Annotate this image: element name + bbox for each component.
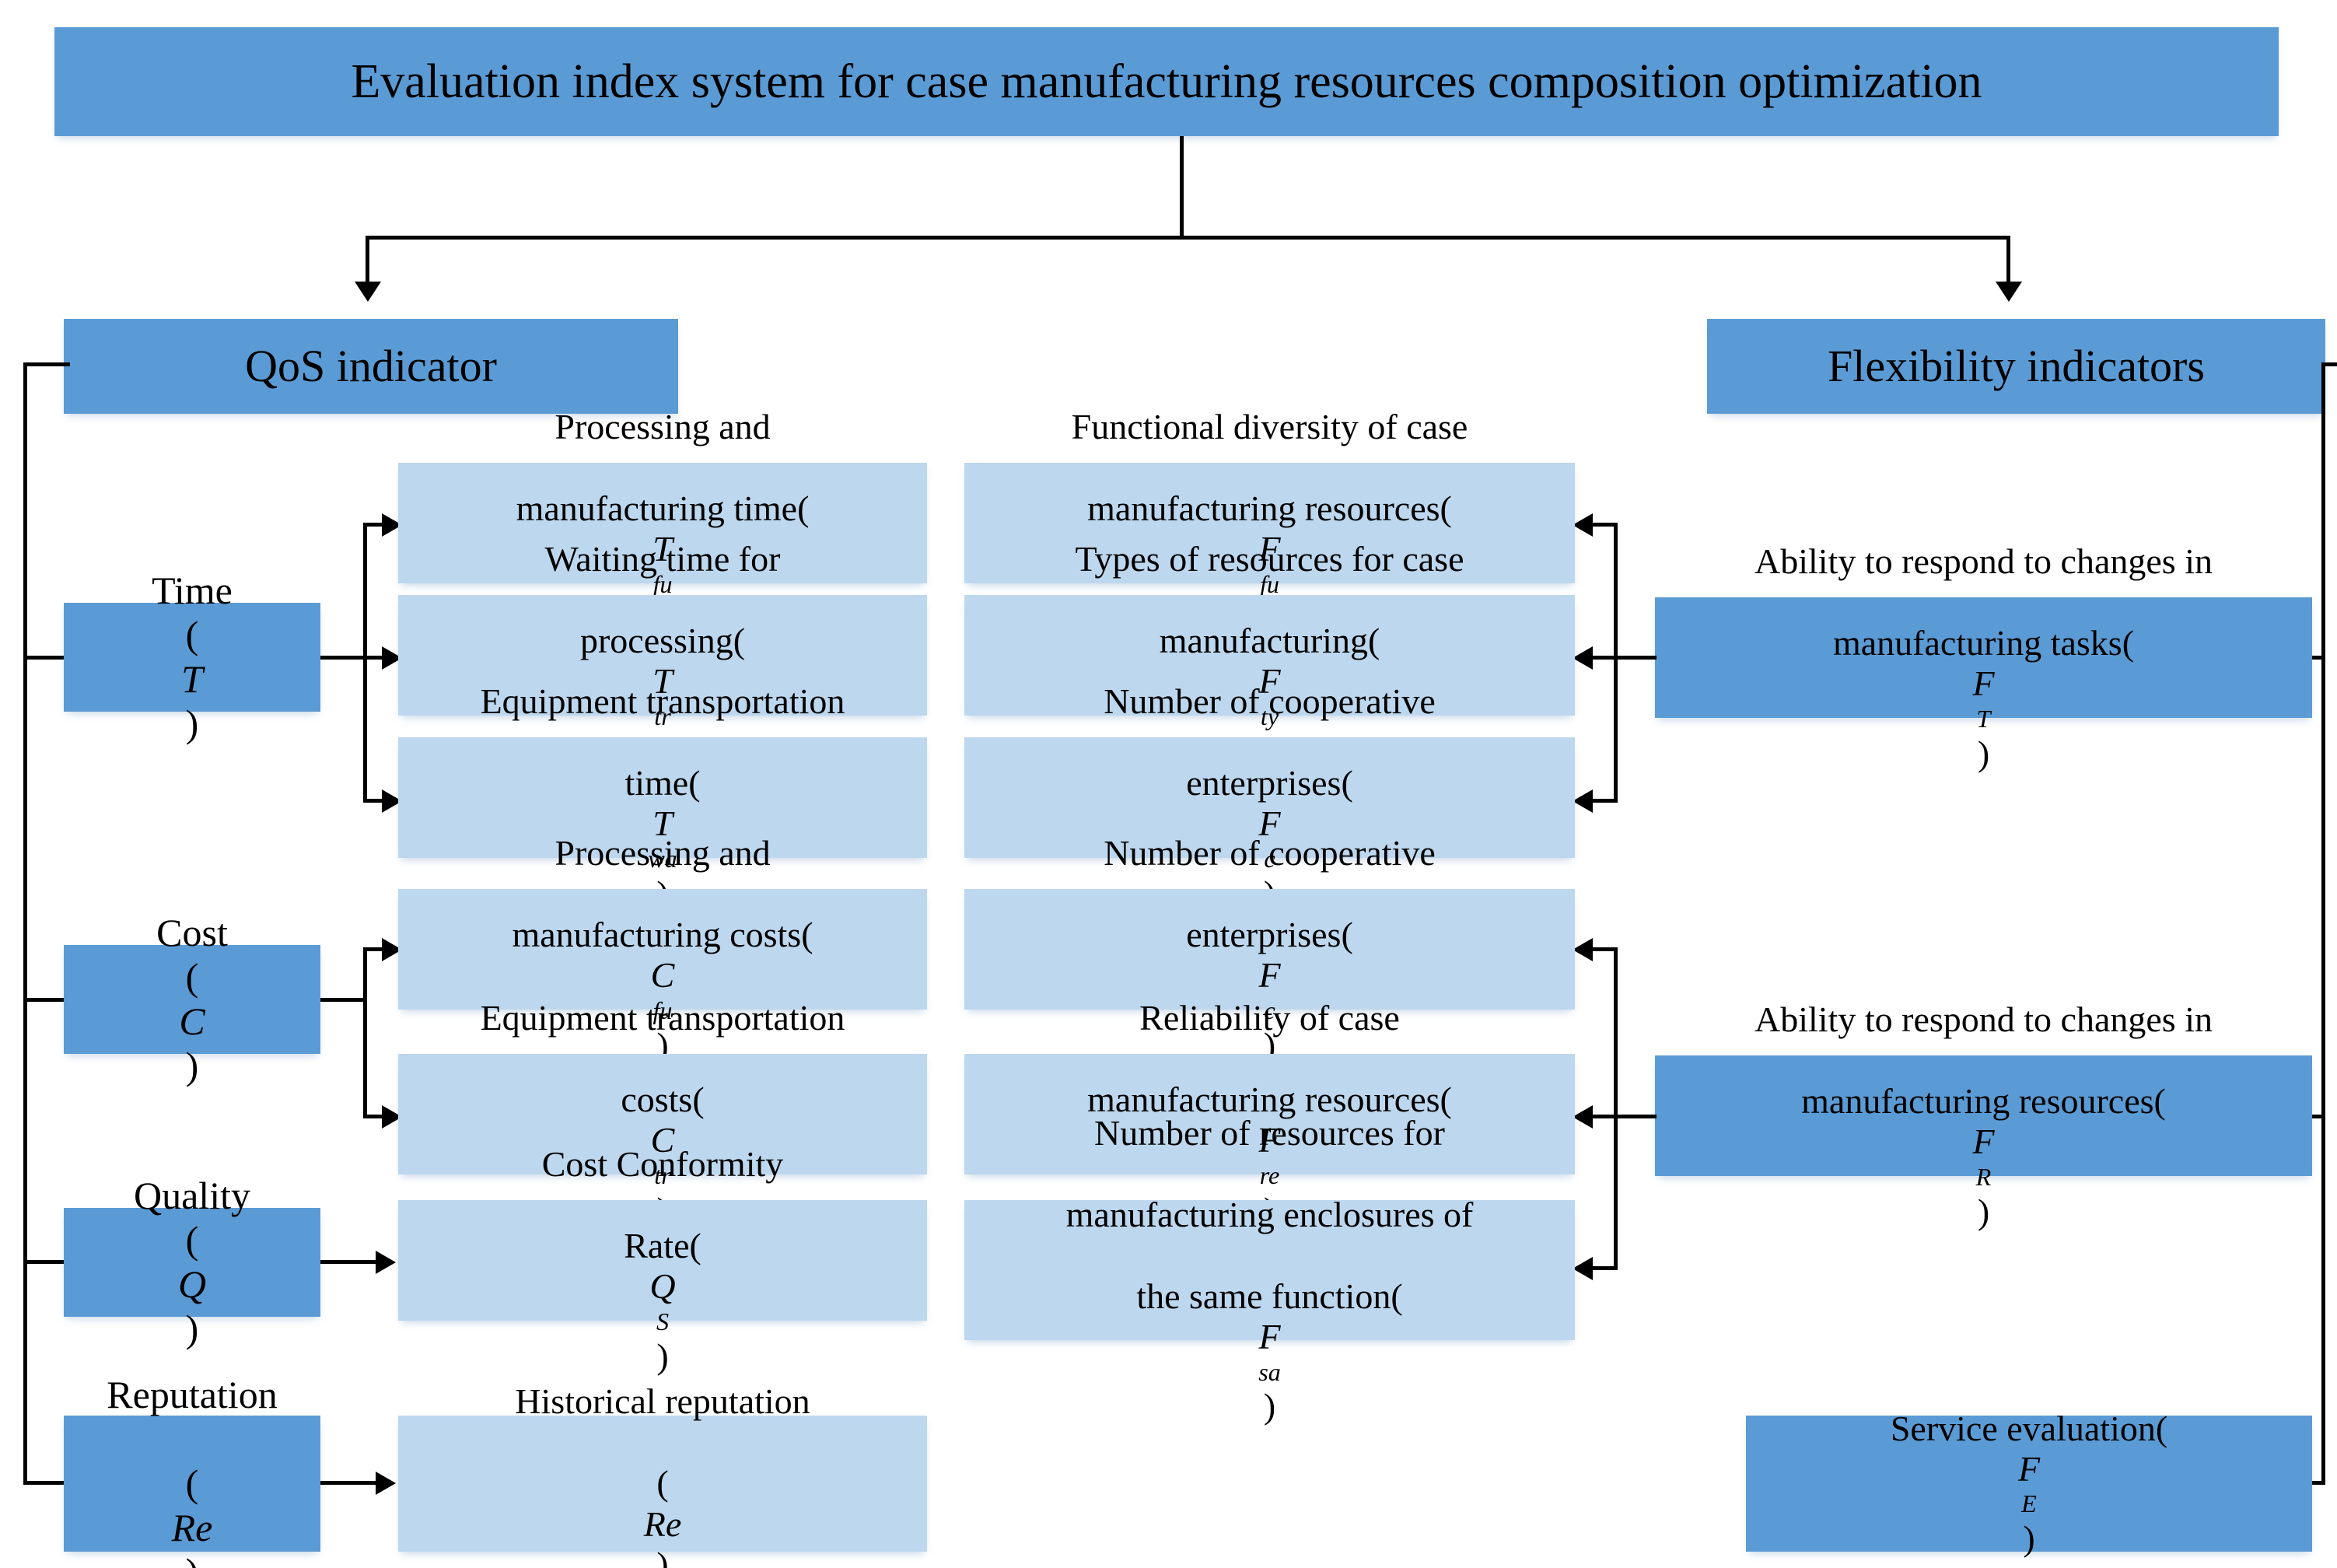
- connector-qos-spine: [23, 362, 27, 1482]
- connector-to-quality: [23, 1260, 72, 1264]
- arrowhead-task-child-3: [1573, 789, 1593, 813]
- connector-cost-bracket: [363, 947, 367, 1118]
- category-cost-box: Cost(C): [64, 911, 320, 1087]
- connector-flex-drop: [2006, 236, 2010, 284]
- flex-resource-ability-box: Ability to respond to changes in manufac…: [1655, 999, 2312, 1231]
- connector-to-time: [23, 656, 72, 660]
- connector-qos-out: [23, 362, 70, 366]
- arrowhead-resource-child-2: [1573, 1105, 1593, 1129]
- connector-flex-spine: [2321, 362, 2325, 1482]
- connector-cost-out: [320, 998, 367, 1002]
- connector-qos-drop: [366, 236, 369, 284]
- connector-to-reputation: [23, 1481, 72, 1485]
- title-text: Evaluation index system for case manufac…: [351, 54, 1982, 108]
- indicator-equipment-transportation-costs: Equipment transportation costs(Ctr): [398, 998, 927, 1230]
- connector-to-cost: [23, 998, 72, 1002]
- connector-quality-child: [320, 1260, 379, 1264]
- title-box: Evaluation index system for case manufac…: [54, 27, 2279, 136]
- category-quality-label: Quality(Q): [134, 1174, 250, 1350]
- connector-task-children-bracket: [1614, 523, 1618, 803]
- connector-resource-children-out: [1614, 1115, 1657, 1118]
- connector-reputation-child: [320, 1481, 379, 1485]
- indicator-historical-reputation: Historical reputation (Re): [398, 1381, 927, 1568]
- connector-to-task-ability: [2302, 656, 2325, 660]
- connector-to-service-eval: [2302, 1481, 2325, 1485]
- category-time-box: Time(T): [64, 569, 320, 745]
- category-time-label: Time(T): [152, 569, 233, 745]
- connector-time-child-3: [363, 799, 388, 803]
- flexibility-indicators-box: Flexibility indicators: [1707, 319, 2325, 414]
- connector-task-child-1: [1591, 523, 1618, 527]
- connector-cost-child-1: [363, 947, 388, 951]
- qos-indicator-label: QoS indicator: [245, 340, 497, 391]
- category-reputation-box: Reputation(Re): [64, 1373, 320, 1568]
- connector-task-children-out: [1614, 656, 1657, 660]
- connector-time-bracket: [363, 523, 367, 803]
- connector-resource-child-2: [1591, 1115, 1618, 1118]
- indicator-number-cooperative-enterprises-task: Number of cooperative enterprises(Fc): [964, 681, 1575, 913]
- connector-task-child-2: [1591, 656, 1618, 660]
- connector-title-bus: [366, 236, 2010, 240]
- connector-time-child-1: [363, 523, 388, 527]
- indicator-equipment-transportation-time: Equipment transportation time(Twa): [398, 681, 927, 913]
- arrowhead-task-child-1: [1573, 513, 1593, 537]
- arrowhead-resource-child-1: [1573, 938, 1593, 961]
- connector-time-child-2: [363, 656, 388, 660]
- connector-to-resource-ability: [2302, 1115, 2325, 1118]
- connector-cost-child-2: [363, 1115, 388, 1118]
- arrowhead-reputation-child: [376, 1472, 396, 1495]
- indicator-number-resources-same-function: Number of resources for manufacturing en…: [964, 1113, 1575, 1426]
- indicator-waiting-time-processing: Waiting time for processing(Ttr): [398, 539, 927, 771]
- connector-resource-child-3: [1591, 1266, 1618, 1270]
- arrowhead-resource-child-3: [1573, 1257, 1593, 1280]
- connector-time-out: [320, 656, 367, 660]
- connector-resource-children-bracket: [1614, 947, 1618, 1270]
- arrowhead-quality-child: [376, 1251, 396, 1274]
- qos-indicator-box: QoS indicator: [64, 319, 678, 414]
- connector-task-child-3: [1591, 799, 1618, 803]
- connector-title-stem: [1180, 136, 1184, 237]
- flex-task-ability-box: Ability to respond to changes in manufac…: [1655, 541, 2312, 773]
- indicator-types-of-resources: Types of resources for case manufacturin…: [964, 539, 1575, 771]
- arrowhead-flex-down: [1996, 282, 2022, 302]
- connector-resource-child-1: [1591, 947, 1618, 951]
- indicator-reliability-case-manufacturing-resources: Reliability of case manufacturing resour…: [964, 998, 1575, 1230]
- arrowhead-task-child-2: [1573, 646, 1593, 670]
- connector-flex-out: [2321, 362, 2337, 366]
- category-reputation-label: Reputation(Re): [107, 1373, 278, 1568]
- category-quality-box: Quality(Q): [64, 1174, 320, 1350]
- flexibility-indicators-label: Flexibility indicators: [1828, 340, 2205, 391]
- arrowhead-qos-down: [355, 282, 381, 302]
- category-cost-label: Cost(C): [156, 911, 228, 1087]
- indicator-processing-manufacturing-time: Processing and manufacturing time(Tfu): [398, 407, 927, 639]
